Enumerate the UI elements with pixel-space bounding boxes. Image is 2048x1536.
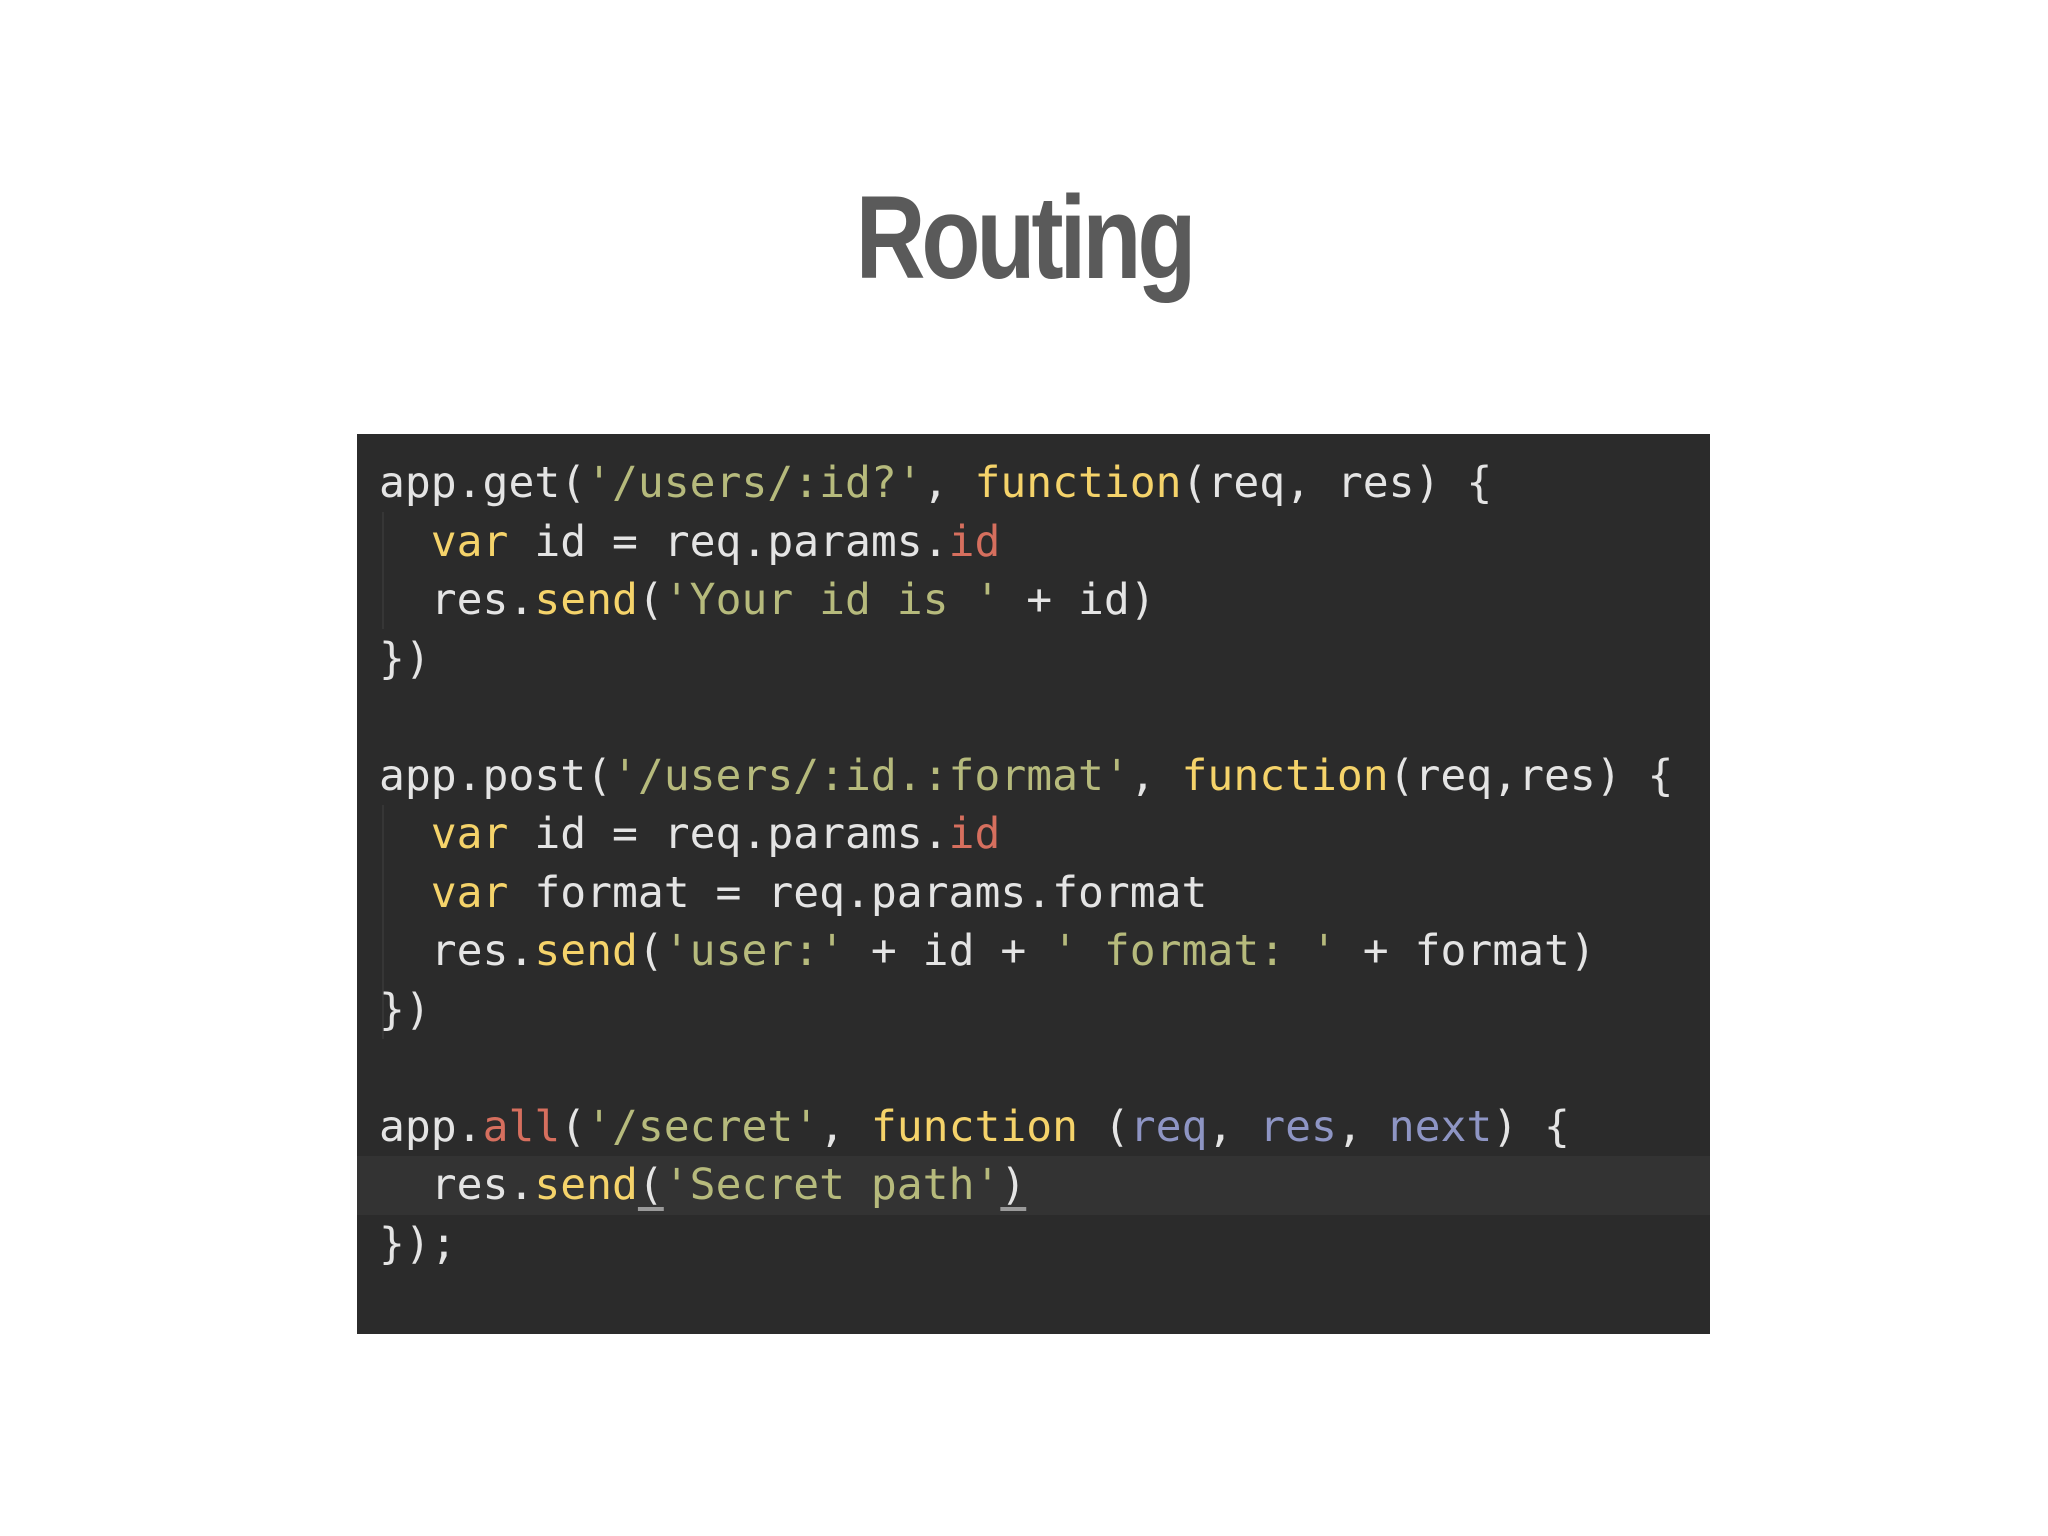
code-text: app.get('/users/:id?', function(req, res…	[357, 454, 1710, 1274]
code-token-plain: id = req.params.	[508, 516, 949, 567]
code-token-plain: + format)	[1336, 926, 1596, 976]
code-token-param: res	[1259, 1101, 1337, 1152]
code-token-prop: id	[948, 516, 1001, 567]
code-token-plain	[379, 809, 431, 859]
code-token-plain	[379, 517, 431, 567]
code-token-plain: res.	[379, 926, 535, 976]
slide-title: Routing	[855, 172, 1197, 304]
code-token-plain: ,	[922, 458, 975, 508]
code-line: app.all('/secret', function (req, res, n…	[379, 1098, 1673, 1157]
code-token-string: '/secret'	[586, 1101, 820, 1152]
code-token-plain: + id)	[1000, 575, 1156, 625]
code-token-string: '/users/:id.:format'	[612, 750, 1130, 801]
code-token-plain: });	[379, 1218, 457, 1269]
code-token-keyword: var	[430, 809, 509, 859]
code-token-plain: app.post(	[379, 750, 612, 801]
indent-guide	[382, 805, 384, 1039]
code-line: var id = req.params.id	[379, 513, 1673, 572]
code-token-plain: ) {	[1492, 1101, 1570, 1152]
code-token-plain: (req, res) {	[1181, 458, 1493, 508]
code-token-param: req	[1129, 1101, 1208, 1152]
code-token-plain: + id +	[845, 926, 1053, 976]
code-token-plain: (	[637, 575, 664, 625]
code-token-plain: id = req.params.	[508, 809, 949, 859]
code-token-plain: (	[1078, 1101, 1130, 1152]
code-token-plain: res.	[379, 575, 535, 625]
code-token-method: send	[534, 926, 638, 976]
code-token-method: send	[534, 575, 638, 625]
code-token-plain: (	[637, 926, 664, 976]
code-token-plain: ,	[1129, 750, 1182, 801]
code-token-keyword: function	[1181, 750, 1389, 801]
code-line: app.get('/users/:id?', function(req, res…	[379, 454, 1673, 513]
code-token-plain: ,	[819, 1101, 871, 1152]
code-token-param: next	[1388, 1101, 1493, 1152]
code-blank	[379, 1043, 405, 1093]
code-line: var id = req.params.id	[379, 805, 1673, 864]
code-token-plain: app.	[379, 1101, 483, 1152]
code-token-plain: })	[379, 984, 431, 1035]
code-token-string: 'user:'	[663, 926, 846, 976]
code-token-keyword: function	[974, 458, 1182, 508]
code-token-plain: ,	[1336, 1101, 1389, 1152]
code-line	[379, 1039, 1673, 1098]
code-token-string: 'Your id is '	[663, 575, 1001, 625]
code-token-method: send	[534, 1160, 638, 1210]
code-line: app.post('/users/:id.:format', function(…	[379, 747, 1673, 806]
code-line: res.send('Secret path')	[357, 1156, 1710, 1215]
code-token-plain: (	[637, 1160, 664, 1210]
code-token-string: ' format: '	[1052, 926, 1337, 976]
code-block: app.get('/users/:id?', function(req, res…	[357, 434, 1710, 1334]
code-line: })	[379, 630, 1673, 689]
code-token-plain: format = req.params.format	[508, 867, 1208, 918]
code-token-plain: res.	[379, 1160, 535, 1210]
code-token-prop: id	[948, 809, 1001, 859]
code-line: res.send('Your id is ' + id)	[379, 571, 1673, 630]
code-token-keyword: function	[870, 1101, 1079, 1152]
code-blank	[379, 692, 405, 742]
code-token-plain: app.get(	[379, 458, 587, 508]
code-line: });	[379, 1215, 1673, 1274]
code-line: var format = req.params.format	[379, 864, 1673, 923]
code-line	[379, 688, 1673, 747]
code-token-plain: (req,res) {	[1388, 750, 1674, 801]
code-token-plain: })	[379, 633, 431, 684]
code-token-string: '/users/:id?'	[586, 458, 923, 508]
code-token-keyword: var	[430, 516, 509, 567]
code-token-plain	[379, 868, 431, 918]
code-line: })	[379, 981, 1673, 1040]
code-token-plain: ,	[1207, 1101, 1260, 1152]
code-token-prop: all	[482, 1101, 561, 1152]
code-token-plain: )	[1000, 1160, 1027, 1210]
code-token-keyword: var	[430, 867, 509, 918]
code-token-plain: (	[560, 1101, 587, 1152]
code-token-string: 'Secret path'	[663, 1160, 1001, 1210]
indent-guide	[382, 512, 384, 629]
code-line: res.send('user:' + id + ' format: ' + fo…	[379, 922, 1673, 981]
